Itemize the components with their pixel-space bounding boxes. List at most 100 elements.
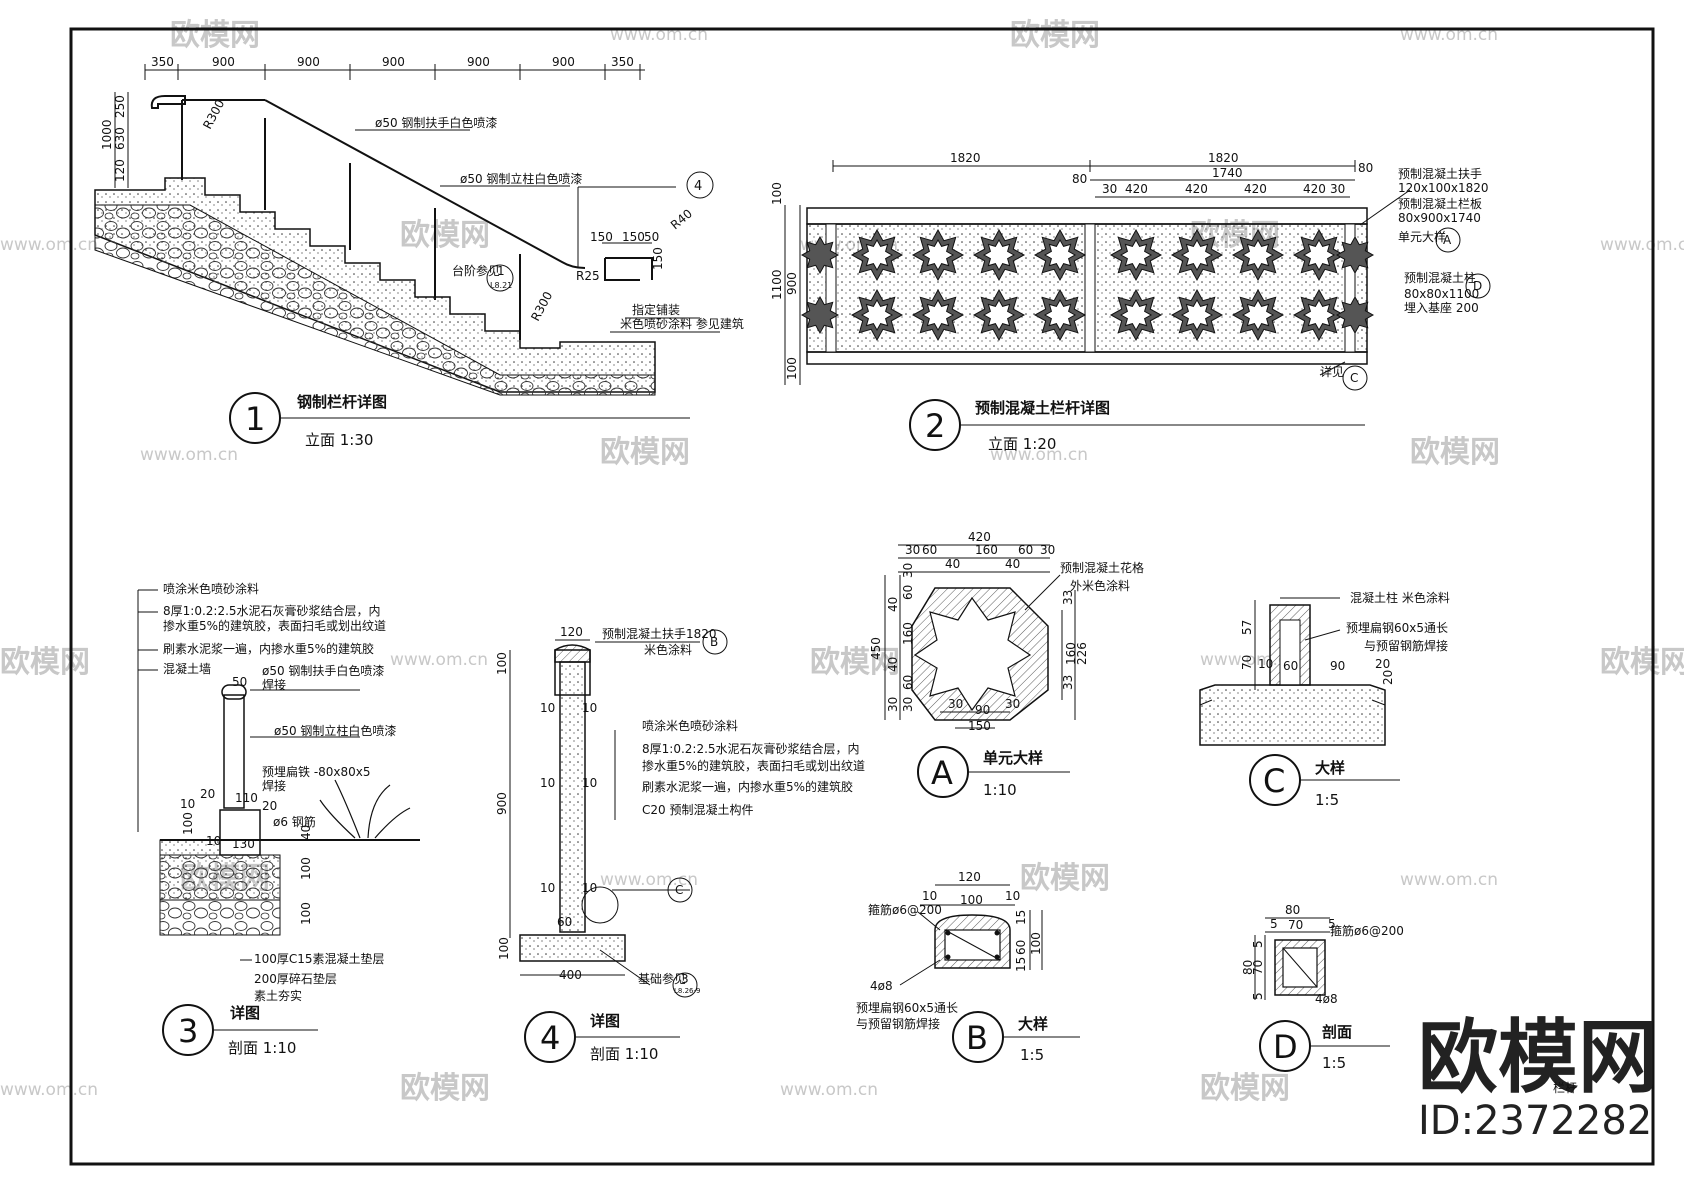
lattice-star-inner	[982, 238, 1016, 272]
drawing-3-section: 喷涂米色喷砂涂料 8厚1:0.2:2.5水泥石灰膏砂浆结合层，内 掺水重5%的建…	[137, 581, 420, 1057]
dim: 70	[1240, 655, 1254, 670]
dim: 100	[785, 357, 799, 380]
note: 焊接	[262, 778, 286, 793]
dim: 30	[901, 697, 915, 712]
dim: 100	[1029, 932, 1043, 955]
note: 预制混凝土栏板	[1398, 196, 1482, 211]
brand-id: ID:2372282	[1418, 1098, 1652, 1144]
lattice-star-inner	[1043, 298, 1077, 332]
dim: 20	[262, 799, 277, 813]
note: 预埋扁钢60x5通长	[856, 1001, 958, 1015]
dim: 10	[540, 776, 555, 790]
lattice-star-inner	[1241, 238, 1275, 272]
dim: 30	[1040, 543, 1055, 557]
dim: 40	[886, 597, 900, 612]
lattice-star-inner	[1119, 298, 1153, 332]
note: C20 预制混凝土构件	[642, 802, 753, 817]
detail-dim: 50	[644, 230, 659, 244]
dim: 1820	[950, 151, 981, 165]
lattice-star-inner	[1119, 238, 1153, 272]
drawing-number: 1	[245, 400, 265, 438]
note: 详见	[1320, 364, 1344, 379]
dim: 420	[1303, 182, 1326, 196]
drawing-number: 2	[925, 407, 945, 445]
note: 掺水重5%的建筑胶，表面扫毛或划出纹道	[163, 618, 386, 633]
note: 指定铺装	[632, 302, 680, 317]
note: 与预留钢筋焊接	[1364, 638, 1448, 653]
drawing-title: 大样	[1315, 759, 1345, 777]
dim: 350	[611, 55, 634, 69]
drawing-title: 详图	[230, 1004, 260, 1022]
dim: 10	[540, 701, 555, 715]
dim: 420	[1244, 182, 1267, 196]
dim: 1100	[770, 269, 784, 300]
dim: 1000	[100, 119, 114, 150]
note: 基础参见	[638, 971, 686, 986]
note: 米色涂料	[644, 642, 692, 657]
note: 箍筋ø6@200	[868, 902, 942, 917]
drawing-title: 详图	[590, 1012, 620, 1030]
note: 埋入基座 200	[1404, 300, 1479, 315]
dim: 900	[552, 55, 575, 69]
note: ø50 钢制扶手白色喷漆	[262, 663, 384, 678]
note: 焊接	[262, 677, 286, 692]
lattice-star-edge	[1335, 235, 1375, 275]
brand-name: 欧模网	[1418, 1011, 1658, 1104]
dim: 60	[1014, 940, 1028, 955]
dim: 900	[212, 55, 235, 69]
lattice-star-edge	[800, 235, 840, 275]
dim: 350	[151, 55, 174, 69]
note: 4ø8	[870, 979, 893, 993]
radius-label: R300	[528, 289, 555, 323]
ref-mark: 1	[497, 264, 505, 278]
dim: 400	[559, 968, 582, 982]
dim: 30	[1330, 182, 1345, 196]
drawing-4-section: 120 100 10 10 10 10 10 10 900 60 400 100…	[495, 625, 865, 1063]
dim: 100	[299, 902, 313, 925]
d1-top-dims: 350 900 900 900 900 900 350	[144, 55, 641, 80]
note: 外米色涂料	[1070, 578, 1130, 593]
dim: 250	[113, 95, 127, 118]
ref-mark: 3	[681, 972, 689, 986]
detail-A-unit: 420 30 60 160 60 30 40 40 450 30 60 40 1…	[869, 530, 1144, 799]
note: 单元大样	[1398, 229, 1446, 244]
dim: 80	[1241, 960, 1255, 975]
drawing-title: 大样	[1018, 1015, 1048, 1033]
dim: 30	[1102, 182, 1117, 196]
ref-mark: C	[675, 883, 683, 897]
dim: 900	[785, 272, 799, 295]
drawing-scale: 立面 1:30	[305, 431, 373, 449]
drawing-number: B	[966, 1019, 988, 1057]
note: ø6 钢筋	[273, 814, 316, 829]
lattice-star-inner	[921, 298, 955, 332]
dim: 40	[945, 557, 960, 571]
ref-mark: L8.21	[490, 281, 512, 290]
watermark-logo: 欧模网	[1600, 645, 1684, 680]
watermark-logo: 欧模网	[170, 18, 260, 53]
dim: 60	[901, 585, 915, 600]
sheet-border	[69, 27, 1655, 1166]
dim: 10	[206, 834, 221, 848]
detail-B: 120 10 100 10 15 60 100 15 箍筋ø6@200 4ø8 …	[856, 870, 1080, 1064]
watermark-logo: 欧模网	[400, 218, 490, 253]
note: 混凝土柱 米色涂料	[1350, 590, 1450, 605]
note: 素土夯实	[254, 988, 302, 1003]
dim: 900	[382, 55, 405, 69]
section-mark: 4	[694, 179, 702, 194]
detail-dim: 150	[622, 230, 645, 244]
radius-label: R300	[200, 97, 227, 131]
dim: 20	[1381, 670, 1395, 685]
dim: 100	[181, 812, 195, 835]
drawing-number: 4	[540, 1019, 560, 1057]
dim: 20	[200, 787, 215, 801]
detail-dim: 150	[651, 247, 665, 270]
dim: 80	[1358, 161, 1373, 175]
dim: 70	[1251, 960, 1265, 975]
dim: 30	[905, 543, 920, 557]
dim: 100	[960, 893, 983, 907]
note: 预制混凝土花格	[1060, 560, 1144, 575]
watermark-logo: 欧模网	[600, 435, 690, 470]
drawing-number: D	[1273, 1028, 1298, 1066]
dim: 80	[1072, 172, 1087, 186]
